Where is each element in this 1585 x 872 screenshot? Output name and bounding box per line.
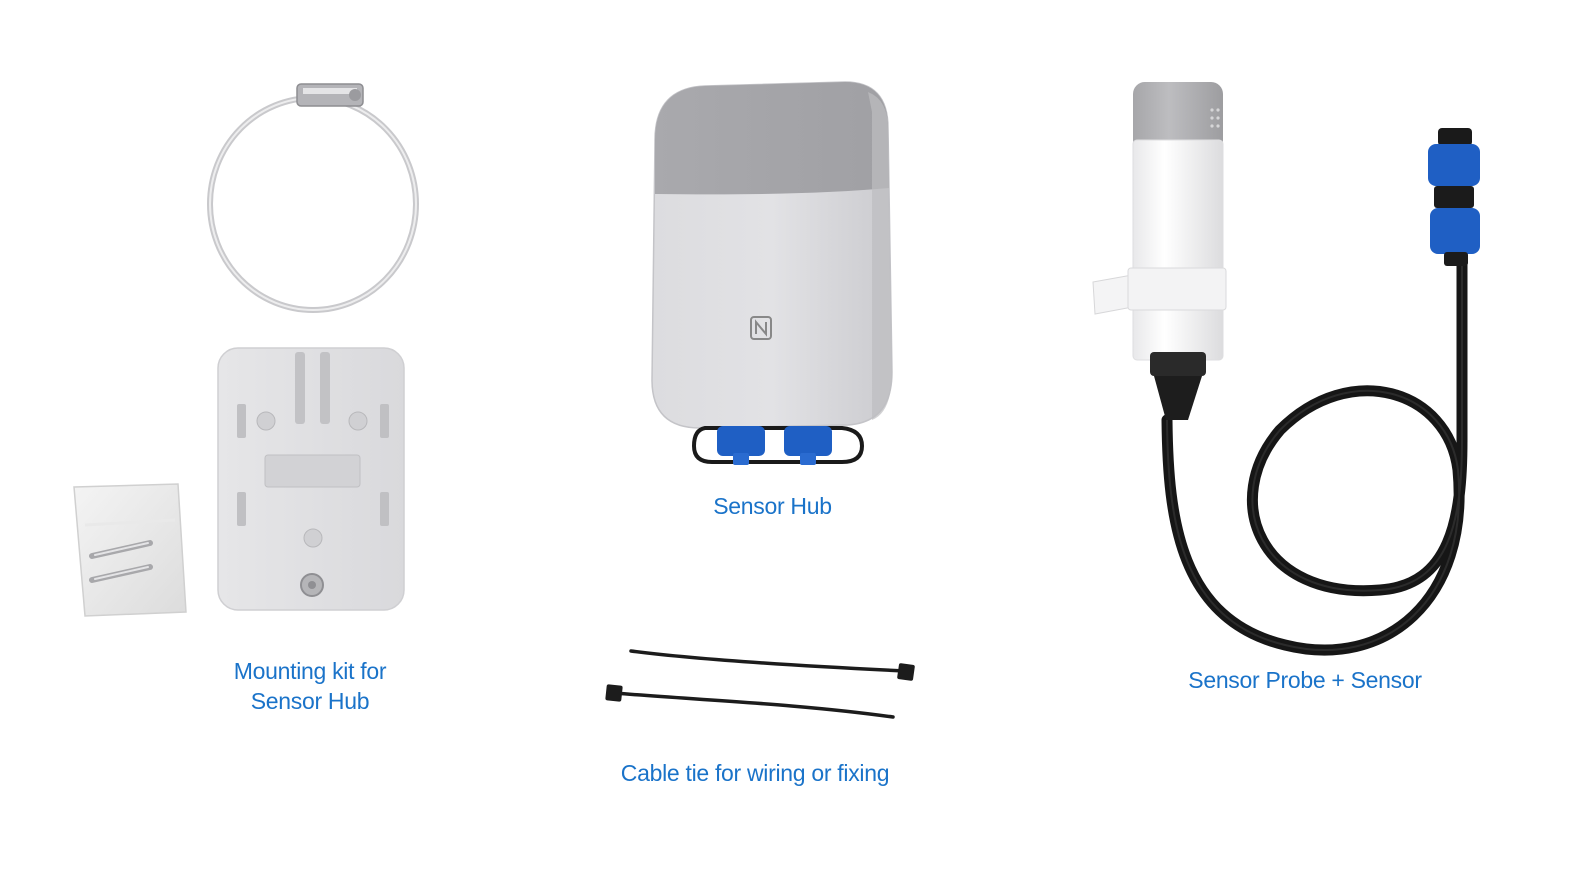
sensor-hub-device bbox=[651, 81, 893, 465]
screw-bag bbox=[73, 483, 187, 617]
hub-connector-left bbox=[717, 426, 765, 465]
mounting-plate bbox=[217, 347, 405, 611]
hub-connector-right bbox=[784, 426, 832, 465]
nfc-icon bbox=[750, 316, 772, 340]
probe-cable-connector bbox=[1428, 128, 1480, 266]
cable-ties bbox=[605, 649, 915, 719]
cable-tie-caption: Cable tie for wiring or fixing bbox=[620, 760, 890, 786]
sensor-probe-caption: Sensor Probe + Sensor bbox=[1188, 667, 1422, 693]
sensor-hub-caption: Sensor Hub bbox=[713, 493, 832, 519]
mounting-kit-caption-text: Mounting kit for Sensor Hub bbox=[233, 658, 387, 714]
mounting-kit-caption: Mounting kit for Sensor Hub bbox=[175, 656, 445, 716]
sensor-probe bbox=[1092, 82, 1480, 656]
hose-clamp bbox=[207, 83, 419, 313]
